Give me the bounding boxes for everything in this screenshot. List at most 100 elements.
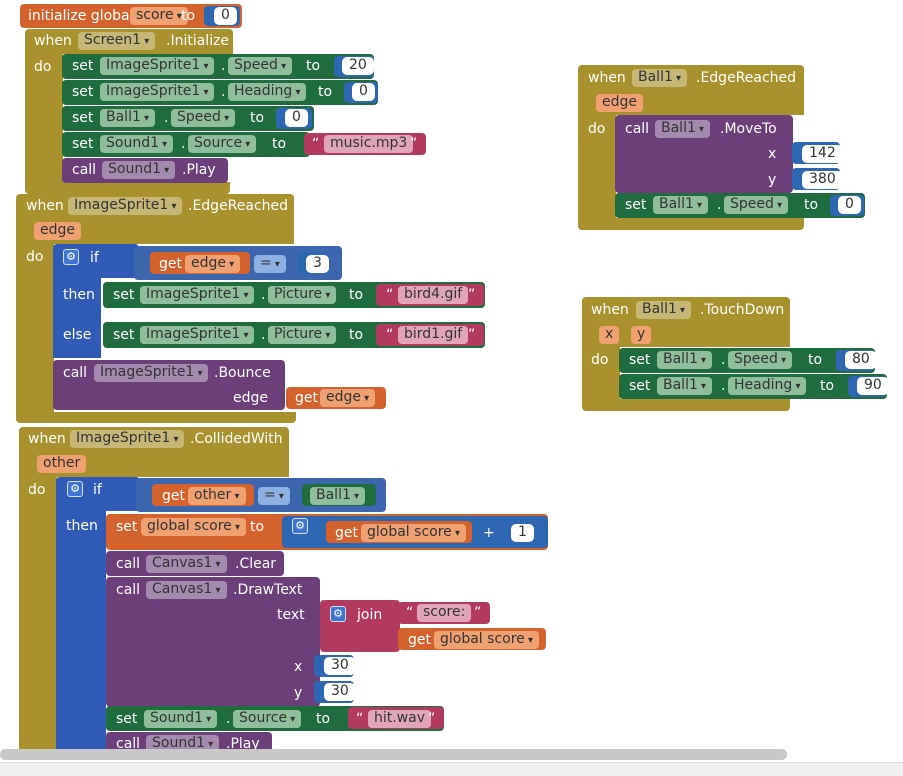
string-value[interactable]: bird4.gif bbox=[398, 286, 469, 304]
string-value[interactable]: hit.wav bbox=[368, 710, 432, 728]
component-dropdown[interactable]: ImageSprite1 bbox=[100, 83, 215, 101]
component-dropdown[interactable]: Sound1 bbox=[102, 161, 176, 179]
component-dropdown[interactable]: ImageSprite1 bbox=[100, 57, 215, 75]
get-var-dropdown[interactable]: other bbox=[188, 487, 246, 505]
component-dropdown[interactable]: Ball1 bbox=[653, 196, 709, 214]
if-else-left bbox=[53, 278, 101, 358]
component-dropdown[interactable]: Ball1 bbox=[100, 109, 156, 127]
number-value[interactable]: 0 bbox=[352, 83, 375, 101]
to-label: to bbox=[316, 711, 331, 727]
arg-label: edge bbox=[233, 390, 268, 406]
number-value[interactable]: 380 bbox=[802, 171, 843, 189]
workspace-bottom-edge bbox=[0, 762, 903, 776]
property-dropdown[interactable]: Source bbox=[188, 135, 257, 153]
mutator-gear-icon[interactable]: ⚙ bbox=[63, 249, 79, 265]
get-var-dropdown[interactable]: edge bbox=[185, 255, 241, 273]
collided-param[interactable]: other bbox=[37, 455, 87, 473]
call-label: call bbox=[63, 365, 88, 381]
component-dropdown[interactable]: Sound1 bbox=[144, 710, 218, 728]
collided-body-left bbox=[19, 477, 57, 749]
ball-edge-param[interactable]: edge bbox=[596, 94, 643, 112]
compare-op-dropdown[interactable]: = bbox=[254, 255, 286, 273]
component-dropdown[interactable]: ImageSprite1 bbox=[140, 286, 255, 304]
ball-touch-component[interactable]: Ball1 bbox=[636, 301, 692, 319]
component-dropdown[interactable]: Ball1 bbox=[657, 377, 713, 395]
quote-open: “ bbox=[386, 327, 394, 343]
number-value[interactable]: 142 bbox=[802, 145, 843, 163]
component-dropdown[interactable]: Ball1 bbox=[657, 351, 713, 369]
quote-open: “ bbox=[312, 136, 320, 152]
mutator-gear-icon[interactable]: ⚙ bbox=[330, 606, 346, 622]
property-dropdown[interactable]: Picture bbox=[268, 286, 337, 304]
get-var-dropdown[interactable]: edge bbox=[320, 389, 376, 407]
call-label: call bbox=[72, 162, 97, 178]
number-value[interactable]: 80 bbox=[845, 351, 877, 369]
sprite-edge-footer bbox=[16, 412, 296, 423]
screen-init-event-name: .Initialize bbox=[166, 33, 230, 49]
arg-label: y bbox=[294, 685, 303, 701]
set-label: set bbox=[116, 519, 138, 535]
property-dropdown[interactable]: Source bbox=[233, 710, 302, 728]
component-dropdown[interactable]: Canvas1 bbox=[146, 555, 227, 573]
ball-touch-footer bbox=[582, 399, 790, 411]
string-value[interactable]: bird1.gif bbox=[398, 326, 469, 344]
property-dropdown[interactable]: Speed bbox=[171, 109, 236, 127]
ball-touch-when: when bbox=[591, 302, 629, 318]
dot: . bbox=[261, 327, 266, 343]
sprite-edge-component[interactable]: ImageSprite1 bbox=[68, 197, 183, 215]
set-label: set bbox=[72, 136, 94, 152]
string-value[interactable]: score: bbox=[417, 604, 472, 622]
number-value[interactable]: 90 bbox=[857, 377, 889, 395]
component-dropdown[interactable]: Sound1 bbox=[146, 735, 220, 753]
screen-init-body-left bbox=[25, 54, 63, 184]
if-label: if bbox=[90, 250, 99, 266]
collided-component[interactable]: ImageSprite1 bbox=[70, 430, 185, 448]
number-value[interactable]: 20 bbox=[342, 57, 374, 75]
dot: . bbox=[721, 378, 726, 394]
number-value[interactable]: 0 bbox=[838, 196, 861, 214]
component-dropdown[interactable]: Sound1 bbox=[100, 135, 174, 153]
property-dropdown[interactable]: Speed bbox=[728, 351, 793, 369]
sprite-edge-body-left bbox=[16, 244, 54, 414]
component-dropdown[interactable]: Canvas1 bbox=[146, 581, 227, 599]
compare-op-dropdown[interactable]: = bbox=[258, 487, 290, 505]
init-value[interactable]: 0 bbox=[214, 7, 237, 25]
screen-init-do: do bbox=[34, 59, 52, 75]
number-value[interactable]: 30 bbox=[324, 657, 356, 675]
number-value[interactable]: 30 bbox=[324, 683, 356, 701]
mutator-gear-icon[interactable]: ⚙ bbox=[67, 481, 83, 497]
set-label: set bbox=[116, 711, 138, 727]
global-var-name[interactable]: score bbox=[130, 7, 188, 25]
get-var-dropdown[interactable]: global score bbox=[361, 524, 466, 542]
property-dropdown[interactable]: Heading bbox=[728, 377, 807, 395]
sprite-edge-param[interactable]: edge bbox=[34, 222, 81, 240]
dot: . bbox=[261, 287, 266, 303]
to-label: to bbox=[349, 327, 364, 343]
to-label: to bbox=[306, 58, 321, 74]
method-name: .Play bbox=[226, 736, 260, 752]
mutator-gear-icon[interactable]: ⚙ bbox=[292, 518, 308, 534]
horizontal-scrollbar[interactable] bbox=[0, 749, 787, 760]
set-var-dropdown[interactable]: global score bbox=[141, 518, 246, 536]
component-dropdown[interactable]: ImageSprite1 bbox=[140, 326, 255, 344]
property-dropdown[interactable]: Speed bbox=[228, 57, 293, 75]
collided-when: when bbox=[28, 431, 66, 447]
number-value[interactable]: 3 bbox=[306, 255, 329, 273]
component-dropdown[interactable]: ImageSprite1 bbox=[94, 364, 209, 382]
ball-touch-param-x[interactable]: x bbox=[599, 326, 620, 344]
component-dropdown[interactable]: Ball1 bbox=[310, 487, 366, 505]
ball-touch-param-y[interactable]: y bbox=[631, 326, 652, 344]
get-var-dropdown[interactable]: global score bbox=[434, 631, 539, 649]
string-value[interactable]: music.mp3 bbox=[324, 135, 414, 153]
sprite-edge-when: when bbox=[26, 198, 64, 214]
number-value[interactable]: 1 bbox=[511, 524, 534, 542]
screen-init-component[interactable]: Screen1 bbox=[78, 32, 156, 50]
ball-edge-component[interactable]: Ball1 bbox=[632, 69, 688, 87]
get-label: get bbox=[162, 488, 185, 504]
arg-label: text bbox=[277, 607, 305, 623]
property-dropdown[interactable]: Speed bbox=[724, 196, 789, 214]
property-dropdown[interactable]: Heading bbox=[228, 83, 307, 101]
property-dropdown[interactable]: Picture bbox=[268, 326, 337, 344]
number-value[interactable]: 0 bbox=[285, 109, 308, 127]
component-dropdown[interactable]: Ball1 bbox=[655, 120, 711, 138]
